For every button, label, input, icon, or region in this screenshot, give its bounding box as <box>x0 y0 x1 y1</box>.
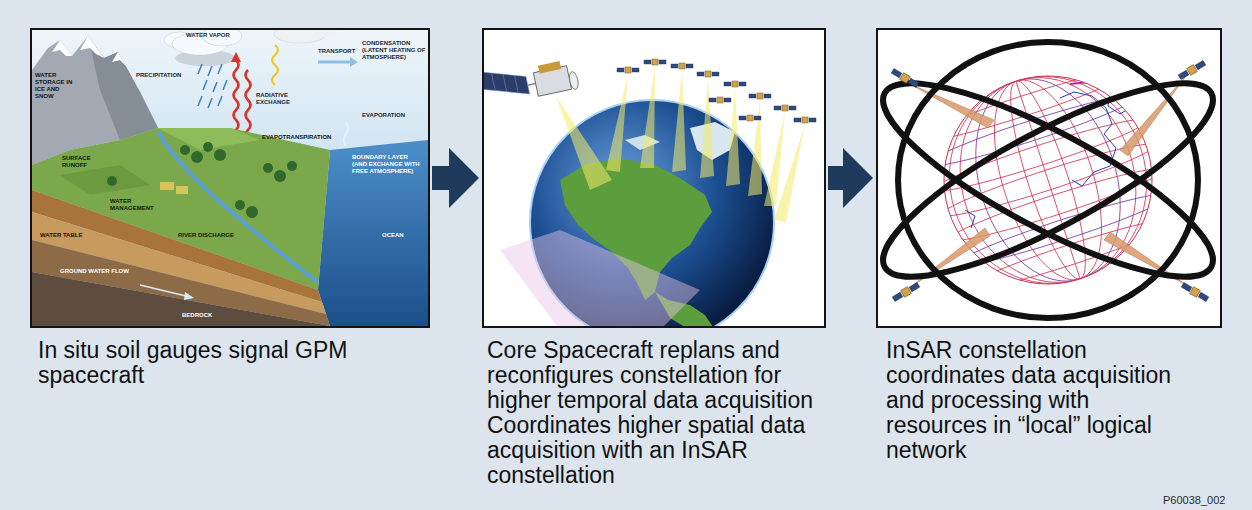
water-cycle-illustration <box>32 30 428 326</box>
transport-arrow <box>318 57 358 67</box>
illustration-label: PRECIPITATION <box>136 72 181 79</box>
caption-text: Core Spacecraft replans and reconfigures… <box>487 338 826 488</box>
illustration-label: WATER STORAGE IN ICE AND SNOW <box>35 72 79 100</box>
clouds <box>164 30 338 66</box>
illustration-label: BOUNDARY LAYER (AND EXCHANGE WITH FREE A… <box>352 154 424 175</box>
insar-illustration <box>878 42 1220 318</box>
groundwater-arrow <box>140 285 194 300</box>
ocean <box>318 140 428 326</box>
sky <box>32 30 428 326</box>
flow-arrow <box>828 166 844 190</box>
caption-text: InSAR constellation coordinates data acq… <box>886 338 1186 463</box>
rain <box>198 64 227 108</box>
illustration-label: RADIATIVE EXCHANGE <box>256 92 296 106</box>
figure-id: P60038_002 <box>1163 494 1225 507</box>
orbits <box>878 42 1220 318</box>
illustration-label: EVAPORATION <box>362 112 405 119</box>
core-spacecraft <box>484 52 580 108</box>
illustration-label: WATER MANAGEMENT <box>110 198 156 212</box>
panel-box: InSAR constellation coordinates data acq… <box>876 28 1222 328</box>
illustration-label: RIVER DISCHARGE <box>178 232 234 239</box>
illustration-label: GROUND WATER FLOW <box>60 268 129 275</box>
fields <box>160 182 188 194</box>
illustration-label: BEDROCK <box>182 312 212 319</box>
panel-box: In situ soil gauges signal GPM spacecraf… <box>30 28 430 328</box>
insar-satellites <box>891 59 1210 302</box>
swath <box>500 230 700 326</box>
caption-text: In situ soil gauges signal GPM spacecraf… <box>38 338 430 388</box>
illustration-label: TRANSPORT <box>318 48 355 55</box>
sensor-beams <box>556 66 805 222</box>
caption-block: Core Spacecraft replans and reconfigures… <box>487 338 826 488</box>
small-satellites <box>617 59 816 123</box>
constellation-illustration <box>484 52 816 326</box>
caption-block: InSAR constellation coordinates data acq… <box>886 338 1186 463</box>
illustration-label: OCEAN <box>382 232 404 239</box>
panel-box: Core Spacecraft replans and reconfigures… <box>482 28 826 328</box>
illustration-label: SURFACE RUNOFF <box>62 155 102 169</box>
illustration-label: EVAPOTRANSPIRATION <box>262 134 331 141</box>
flow-arrow <box>432 166 450 190</box>
illustration-label: WATER VAPOR <box>186 32 230 39</box>
illustration-label: CONDENSATION (LATENT HEATING OF ATMOSPHE… <box>362 40 426 61</box>
evaporation-wisp <box>344 122 348 146</box>
trees <box>107 142 297 218</box>
caption-block: In situ soil gauges signal GPM spacecraf… <box>38 338 430 388</box>
river <box>158 132 318 282</box>
illustration-label: WATER TABLE <box>40 232 82 239</box>
